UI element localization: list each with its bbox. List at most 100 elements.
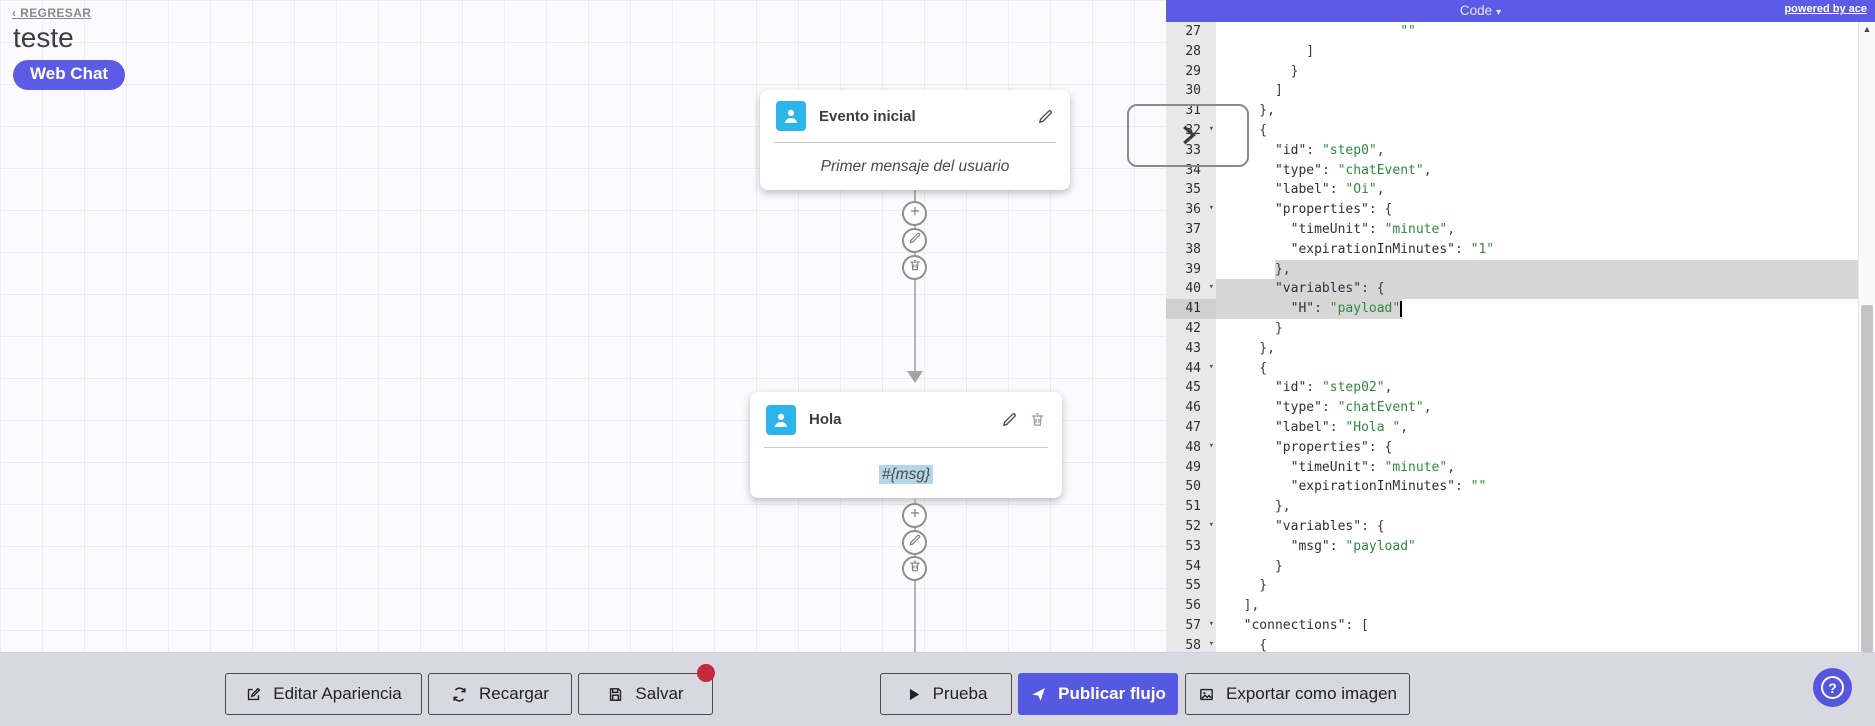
save-icon: [610, 687, 622, 701]
code-line: 27 "": [1166, 22, 1875, 42]
code-panel: Code▾ powered by ace 27 ""28 ]29 }30 ]31…: [1166, 0, 1875, 652]
image-icon: [1200, 688, 1213, 700]
node-body: Primer mensaje del usuario: [820, 158, 1010, 175]
code-line: 35 "label": "Oi",: [1166, 180, 1875, 201]
fold-icon[interactable]: ▾: [1208, 123, 1214, 134]
plus-icon: [908, 506, 922, 525]
trash-icon: [908, 258, 922, 277]
node-hola[interactable]: Hola #{msg}: [750, 392, 1062, 498]
code-line: 31 },: [1166, 101, 1875, 121]
line-number: 40▾: [1166, 279, 1216, 300]
chevron-down-icon: ▾: [1496, 7, 1502, 18]
scrollbar-thumb[interactable]: [1861, 305, 1873, 652]
line-number: 33: [1166, 140, 1216, 161]
back-link[interactable]: ‹ REGRESAR: [12, 6, 92, 20]
fold-icon[interactable]: ▾: [1208, 361, 1214, 372]
add-step-button[interactable]: [902, 201, 927, 226]
line-number: 53: [1166, 536, 1216, 557]
pencil-icon: [908, 533, 922, 552]
line-number: 57▾: [1166, 615, 1216, 636]
code-line: 36▾ "properties": {: [1166, 200, 1875, 220]
edit-step-button[interactable]: [902, 228, 927, 253]
line-number: 48▾: [1166, 437, 1216, 458]
code-line: 28 ]: [1166, 41, 1875, 62]
edit-step-button[interactable]: [902, 530, 927, 555]
code-line: 38 "expirationInMinutes": "1": [1166, 239, 1875, 260]
code-line: 42 }: [1166, 318, 1875, 339]
edit-square-icon: [248, 687, 261, 700]
add-step-button[interactable]: [902, 503, 927, 528]
help-button[interactable]: ?: [1813, 668, 1852, 707]
line-number: 50: [1166, 477, 1216, 498]
line-number: 36▾: [1166, 200, 1216, 220]
trash-icon[interactable]: [1029, 411, 1046, 428]
play-icon: [909, 688, 919, 700]
fold-icon[interactable]: ▾: [1208, 618, 1214, 629]
user-icon: [766, 404, 796, 435]
node-divider: [764, 447, 1048, 448]
code-line: 55 }: [1166, 576, 1875, 597]
code-line: 48▾ "properties": {: [1166, 437, 1875, 458]
user-icon: [776, 101, 806, 131]
edit-appearance-button[interactable]: Editar Apariencia: [225, 673, 422, 715]
code-line: 52▾ "variables": {: [1166, 516, 1875, 537]
flow-title: teste: [13, 22, 74, 53]
code-line: 56 ],: [1166, 596, 1875, 616]
code-line: 41 "H": "payload": [1166, 299, 1875, 319]
pencil-icon[interactable]: [1037, 108, 1054, 125]
code-header: Code▾ powered by ace: [1166, 0, 1875, 22]
code-line: 49 "timeUnit": "minute",: [1166, 457, 1875, 478]
code-line: 50 "expirationInMinutes": "": [1166, 477, 1875, 498]
publish-button[interactable]: Publicar flujo: [1018, 673, 1178, 715]
line-number: 45: [1166, 378, 1216, 399]
code-line: 45 "id": "step02",: [1166, 378, 1875, 399]
delete-step-button[interactable]: [902, 255, 927, 280]
pencil-icon: [908, 231, 922, 250]
fold-icon[interactable]: ▾: [1208, 203, 1214, 214]
node-header: Evento inicial: [760, 90, 1070, 142]
selection-highlight: [1274, 259, 1859, 280]
fold-icon[interactable]: ▾: [1208, 638, 1214, 649]
scroll-up-icon[interactable]: ▲: [1862, 24, 1872, 34]
node-evento-inicial[interactable]: Evento inicial Primer mensaje del usuari…: [760, 90, 1070, 190]
line-number: 47: [1166, 417, 1216, 438]
powered-by-ace-link[interactable]: powered by ace: [1784, 3, 1867, 15]
line-number: 49: [1166, 457, 1216, 478]
fold-icon[interactable]: ▾: [1208, 282, 1214, 293]
code-editor[interactable]: 27 ""28 ]29 }30 ]31 },32▾ {33 "id": "ste…: [1166, 22, 1875, 652]
code-line: 39 },: [1166, 259, 1875, 280]
line-number: 31: [1166, 101, 1216, 121]
panel-collapse-button[interactable]: [1127, 104, 1249, 167]
code-line: 34 "type": "chatEvent",: [1166, 160, 1875, 181]
code-line: 54 }: [1166, 556, 1875, 577]
test-button[interactable]: Prueba: [880, 673, 1012, 715]
code-line: 58▾ {: [1166, 635, 1875, 652]
line-number: 52▾: [1166, 516, 1216, 537]
question-icon: ?: [1821, 676, 1844, 699]
selection-highlight: [1216, 279, 1859, 300]
line-number: 56: [1166, 596, 1216, 616]
node-body: #{msg}: [750, 465, 1062, 484]
flow-canvas[interactable]: ‹ REGRESAR teste Web Chat Evento inicial: [0, 0, 1166, 652]
fold-icon[interactable]: ▾: [1208, 440, 1214, 451]
save-button[interactable]: Salvar: [578, 673, 713, 715]
export-image-button[interactable]: Exportar como imagen: [1185, 673, 1410, 715]
node-title: Hola: [809, 411, 842, 428]
fold-icon[interactable]: ▾: [1208, 519, 1214, 530]
pencil-icon[interactable]: [1001, 411, 1018, 428]
reload-button[interactable]: Recargar: [428, 673, 572, 715]
code-line: 51 },: [1166, 497, 1875, 517]
line-number: 54: [1166, 556, 1216, 577]
text-cursor: [1400, 301, 1403, 318]
paper-plane-icon: [1032, 687, 1046, 701]
delete-step-button[interactable]: [902, 556, 927, 581]
trash-icon: [908, 559, 922, 578]
refresh-icon: [453, 687, 466, 701]
line-number: 28: [1166, 41, 1216, 62]
code-mode-dropdown[interactable]: Code▾: [1459, 3, 1502, 18]
line-number: 37: [1166, 219, 1216, 240]
editor-scrollbar[interactable]: ▲: [1858, 22, 1875, 652]
node-header: Hola: [750, 392, 1062, 447]
code-line: 32▾ {: [1166, 120, 1875, 141]
arrow-down-icon: [907, 371, 923, 383]
